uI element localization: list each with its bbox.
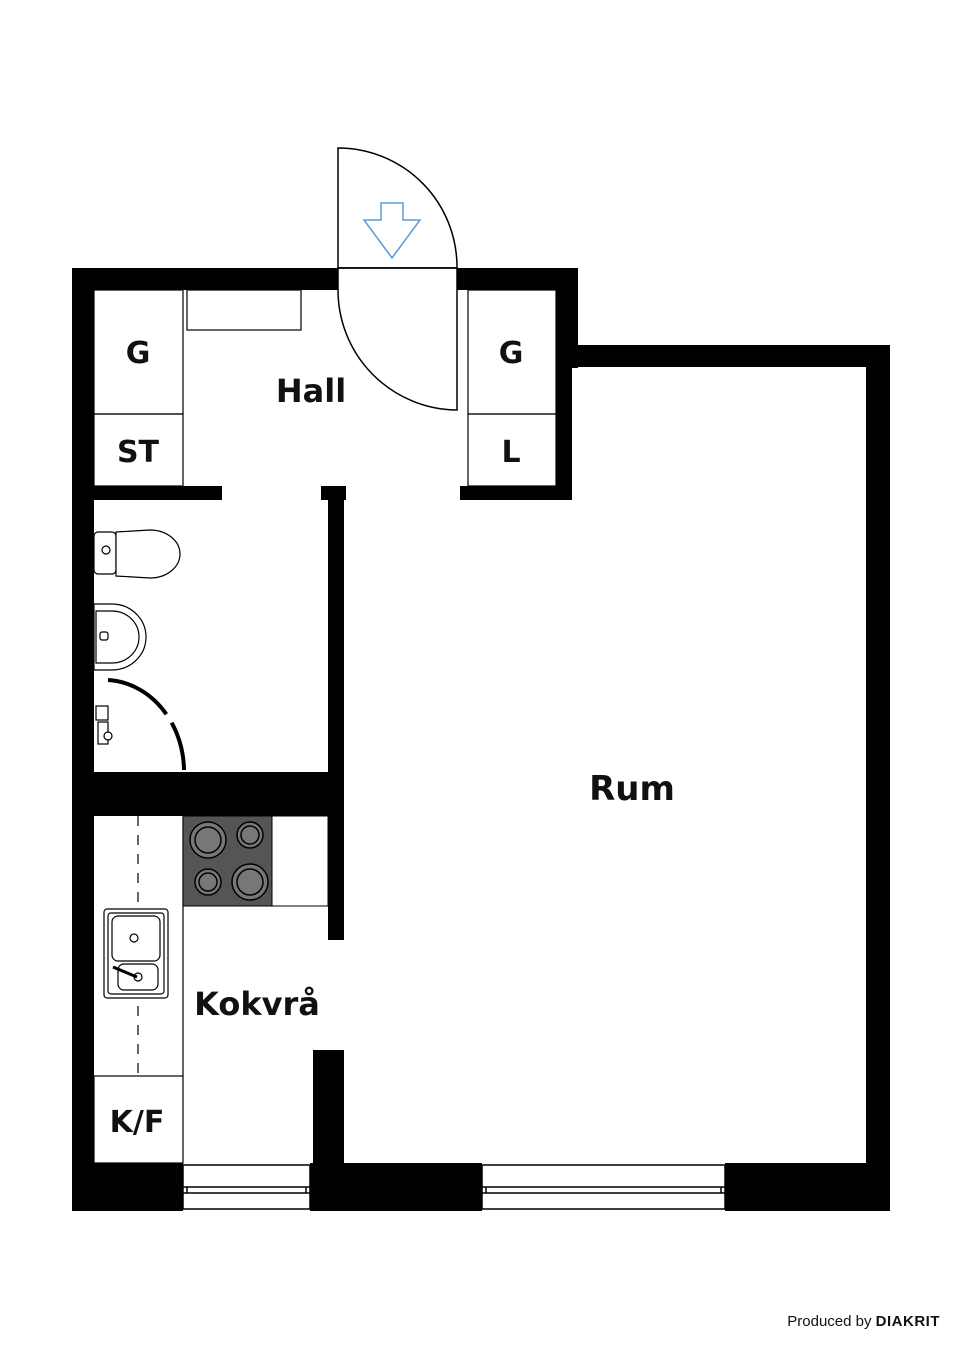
wall-step-vertical [556, 268, 578, 368]
window-kitchen [182, 1164, 311, 1210]
wall-hall-rum-right [460, 486, 572, 500]
label-kokvra: Kokvrå [194, 985, 320, 1023]
closets [93, 289, 557, 1164]
wall-top-middle [457, 268, 578, 290]
wall-hall-bath-left [94, 486, 222, 500]
label-st: ST [117, 435, 160, 470]
shower-icon [95, 678, 186, 771]
hall-shelf [186, 289, 302, 331]
wall-kitchen-lower [313, 1050, 344, 1163]
credit-prefix: Produced by [787, 1313, 875, 1330]
entry-arrow-icon [362, 202, 422, 260]
wall-top-left [72, 268, 338, 290]
sink-icon [93, 603, 147, 671]
wall-bottom-left [72, 1163, 183, 1211]
wall-top-right [556, 345, 890, 367]
windows [182, 1164, 726, 1210]
closet-l [467, 413, 557, 487]
interior-walls [94, 367, 572, 1163]
closet-st [93, 413, 184, 487]
wall-bottom-right [725, 1163, 890, 1211]
closet-kf [93, 1075, 184, 1164]
kitchen-sink-icon [103, 908, 169, 999]
toilet-icon [93, 529, 181, 579]
wall-bath-post [321, 486, 346, 500]
label-rum: Rum [589, 769, 675, 809]
wall-bath-right [328, 500, 344, 772]
door-outer-leaf [337, 147, 458, 269]
credit-line: Produced by DIAKRIT [787, 1313, 940, 1330]
wall-bath-bottom [94, 772, 344, 816]
window-rum [481, 1164, 726, 1210]
wall-kitchen-stub [328, 816, 344, 940]
label-g-right: G [499, 336, 524, 371]
wall-bottom-middle [310, 1163, 482, 1211]
entry-door [337, 147, 458, 411]
wall-left [72, 268, 94, 1211]
label-g-left: G [126, 336, 151, 371]
wall-closet-right [556, 367, 572, 500]
stove-icon [182, 815, 329, 907]
outer-walls [72, 268, 890, 1211]
label-l: L [501, 435, 520, 470]
wall-right [866, 345, 890, 1211]
door-inner-leaf [337, 267, 458, 411]
label-kf: K/F [110, 1105, 165, 1140]
label-hall: Hall [276, 372, 346, 410]
credit-brand: DIAKRIT [876, 1313, 940, 1330]
